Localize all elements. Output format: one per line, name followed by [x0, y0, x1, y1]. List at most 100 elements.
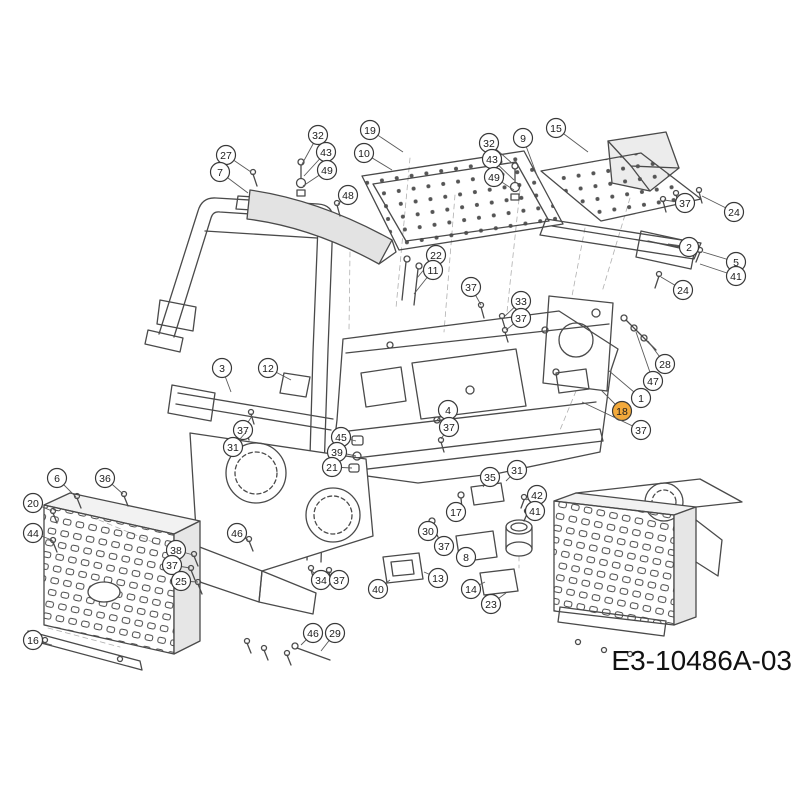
svg-text:12: 12	[262, 363, 274, 375]
callout-37: 37	[505, 307, 532, 331]
svg-text:37: 37	[166, 560, 178, 572]
svg-text:37: 37	[237, 425, 249, 437]
support-plate	[542, 295, 614, 392]
svg-text:1: 1	[638, 393, 644, 405]
svg-text:36: 36	[99, 473, 111, 485]
callout-2: 2	[667, 236, 700, 258]
callout-17: 17	[445, 501, 467, 523]
svg-text:11: 11	[428, 265, 439, 277]
svg-text:18: 18	[616, 406, 628, 418]
svg-text:25: 25	[175, 576, 187, 588]
svg-text:46: 46	[231, 528, 243, 540]
svg-text:6: 6	[54, 473, 60, 485]
callout-18-highlighted: 18	[600, 389, 633, 422]
callout-11: 11	[413, 259, 444, 295]
svg-text:43: 43	[486, 154, 498, 166]
callout-37: 37	[161, 554, 191, 576]
callout-31: 31	[505, 459, 528, 482]
svg-text:2: 2	[686, 242, 692, 254]
callout-40: 40	[367, 578, 391, 600]
part-number: E3-10486A-03	[611, 645, 792, 676]
callout-13: 13	[423, 567, 449, 589]
callout-28: 28	[647, 340, 676, 375]
svg-text:46: 46	[307, 628, 319, 640]
svg-text:42: 42	[531, 490, 543, 502]
svg-text:14: 14	[465, 584, 477, 596]
callout-37: 37	[460, 276, 482, 306]
callout-16: 16	[22, 629, 53, 651]
deck-right	[553, 478, 743, 658]
svg-text:5: 5	[733, 257, 739, 269]
svg-text:23: 23	[485, 599, 497, 611]
svg-text:9: 9	[520, 133, 526, 145]
console-cowl	[246, 189, 397, 265]
svg-text:37: 37	[333, 575, 345, 587]
svg-text:7: 7	[217, 167, 223, 179]
svg-text:22: 22	[430, 250, 442, 262]
svg-text:17: 17	[450, 507, 462, 519]
callout-8: 8	[455, 546, 477, 568]
svg-text:34: 34	[315, 575, 327, 587]
callout-48: 48	[337, 184, 359, 206]
callout-44: 44	[22, 522, 53, 544]
small-parts-bottom	[382, 482, 533, 596]
svg-text:49: 49	[488, 172, 500, 184]
callout-23: 23	[480, 592, 507, 615]
svg-text:32: 32	[483, 138, 495, 150]
svg-text:28: 28	[659, 359, 671, 371]
svg-text:41: 41	[730, 271, 742, 283]
callout-22: 22	[416, 244, 447, 279]
callout-10: 10	[353, 142, 393, 171]
svg-text:29: 29	[329, 628, 341, 640]
callout-32: 32	[300, 124, 329, 167]
svg-text:3: 3	[219, 363, 225, 375]
svg-text:10: 10	[358, 148, 370, 160]
svg-text:19: 19	[364, 125, 376, 137]
callout-12: 12	[257, 357, 292, 381]
svg-text:39: 39	[331, 447, 343, 459]
svg-text:35: 35	[484, 472, 496, 484]
callout-6: 6	[46, 467, 77, 498]
callout-25: 25	[170, 570, 199, 592]
callout-46: 46	[226, 522, 249, 544]
callout-5: 5	[702, 251, 747, 273]
callout-3: 3	[211, 357, 233, 393]
callout-47: 47	[635, 331, 664, 392]
callout-34: 34	[310, 569, 332, 591]
svg-text:49: 49	[321, 165, 333, 177]
callout-49: 49	[302, 159, 338, 187]
right-panel-assembly	[539, 131, 702, 270]
callout-36: 36	[94, 467, 124, 495]
callout-32: 32	[478, 132, 514, 165]
callout-24: 24	[660, 276, 694, 301]
svg-text:15: 15	[550, 123, 562, 135]
cross-rail	[167, 372, 334, 431]
callout-37: 37	[663, 192, 696, 214]
svg-text:30: 30	[422, 526, 434, 538]
svg-text:13: 13	[432, 573, 444, 585]
callout-41: 41	[524, 500, 546, 522]
callout-37: 37	[328, 569, 350, 591]
svg-text:45: 45	[335, 432, 347, 444]
callout-49: 49	[483, 166, 515, 191]
svg-text:20: 20	[27, 498, 39, 510]
svg-text:37: 37	[515, 313, 527, 325]
svg-text:21: 21	[326, 462, 338, 474]
svg-text:40: 40	[372, 584, 384, 596]
callout-7: 7	[209, 161, 249, 194]
svg-text:41: 41	[529, 506, 541, 518]
svg-text:47: 47	[647, 376, 659, 388]
svg-text:37: 37	[443, 422, 455, 434]
callout-37: 37	[581, 401, 652, 441]
diagram-artwork	[27, 131, 743, 671]
svg-text:32: 32	[312, 130, 324, 142]
callout-35: 35	[479, 466, 501, 488]
svg-text:24: 24	[728, 207, 740, 219]
svg-text:37: 37	[679, 198, 691, 210]
callout-14: 14	[460, 578, 486, 600]
svg-text:37: 37	[635, 425, 647, 437]
callout-46: 46	[300, 622, 324, 646]
callout-9: 9	[512, 127, 539, 179]
